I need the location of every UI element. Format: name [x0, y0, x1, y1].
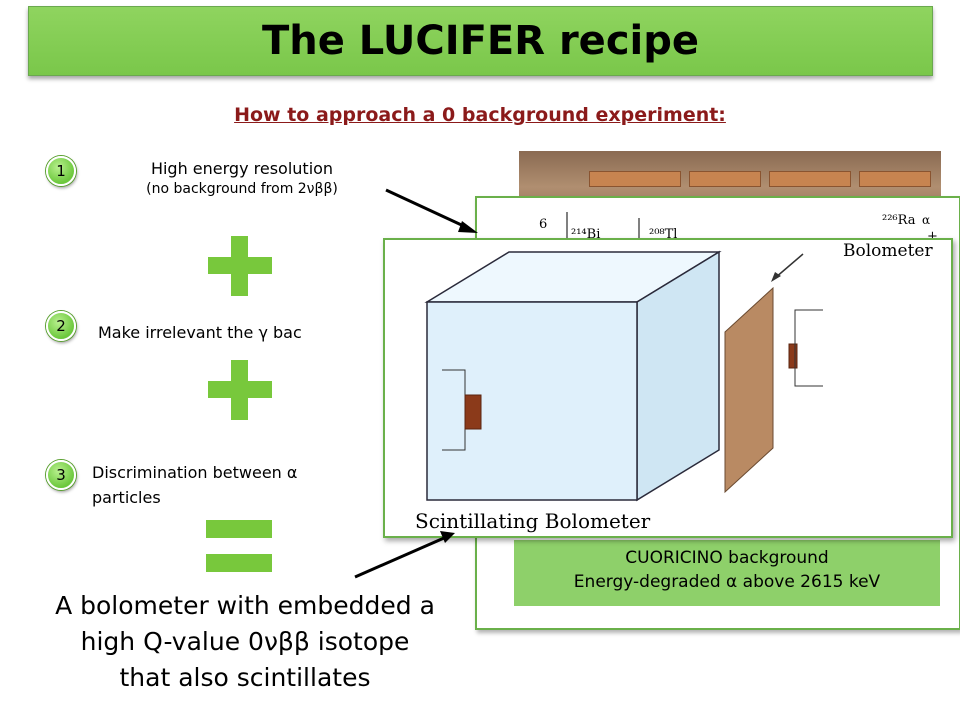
plot-label-ra: ²²⁶Ra	[882, 213, 916, 228]
conclusion-text: A bolometer with embedded a high Q-value…	[10, 588, 480, 696]
step-3-label: Discrimination between α	[92, 463, 298, 482]
plus-sign-1	[208, 236, 272, 296]
step-1-badge: 1	[46, 156, 76, 186]
plot-label-plus: +	[927, 229, 938, 244]
conclusion-line-3: that also scintillates	[119, 663, 371, 692]
scintillating-bolometer-label: Scintillating Bolometer	[415, 509, 651, 533]
arrow-resolution	[385, 188, 469, 230]
plot-ytick: 6	[539, 217, 547, 232]
step-3-text: Discrimination between α particles	[92, 462, 297, 508]
scintillating-bolometer-diagram: Bolometer Scintillating Bolometer	[383, 238, 953, 538]
step-3-badge: 3	[46, 460, 76, 490]
title-bar: The LUCIFER recipe	[28, 6, 933, 76]
slide-subtitle: How to approach a 0 background experimen…	[234, 104, 726, 126]
step-1-text: High energy resolution (no background fr…	[92, 158, 392, 200]
crystal-sensor	[464, 394, 482, 430]
step-3-label-2: particles	[92, 488, 161, 507]
cuoricino-caption: CUORICINO background Energy-degraded α a…	[514, 540, 940, 606]
bolometer-label: Bolometer	[843, 241, 933, 261]
step-1-sublabel: (no background from 2νββ)	[146, 181, 338, 197]
step-1-label: High energy resolution	[150, 159, 334, 178]
equals-sign	[206, 520, 272, 574]
wafer-sensor	[788, 343, 798, 369]
caption-line-2: Energy-degraded α above 2615 keV	[573, 572, 881, 592]
step-2-label: Make irrelevant the γ bac	[98, 323, 302, 342]
slide-title: The LUCIFER recipe	[261, 18, 699, 64]
caption-line-1: CUORICINO background	[625, 548, 829, 568]
conclusion-line-2: high Q-value 0νββ isotope	[80, 627, 410, 656]
arrow-bolometer	[354, 536, 445, 579]
conclusion-line-1: A bolometer with embedded a	[55, 591, 435, 620]
plus-sign-2	[208, 360, 272, 420]
plot-label-alpha: α	[922, 213, 930, 227]
step-2-badge: 2	[46, 311, 76, 341]
